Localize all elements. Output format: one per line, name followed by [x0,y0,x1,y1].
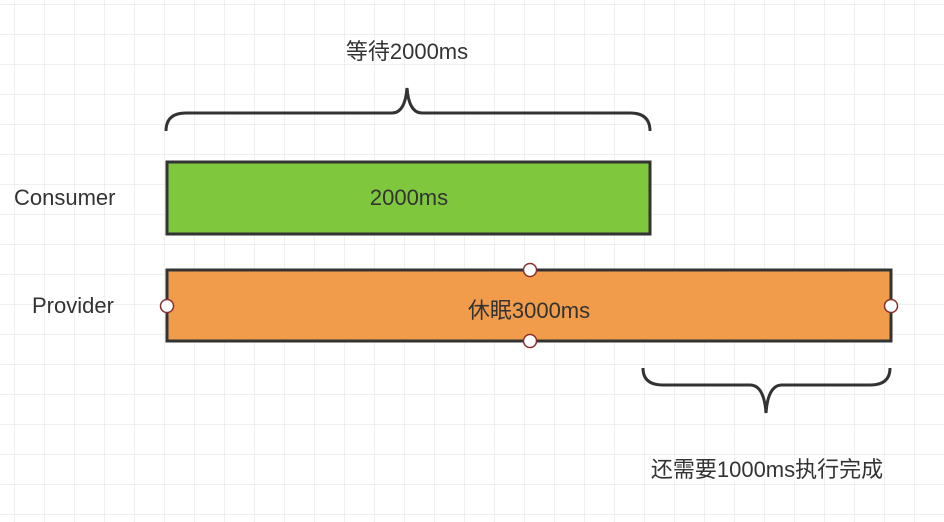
provider-bar-label: 休眠3000ms [467,298,591,323]
top-brace [164,87,652,132]
consumer-label: Consumer [14,185,116,210]
consumer-bar-label: 2000ms [369,185,449,210]
selection-handles[interactable] [159,262,899,349]
provider-bar[interactable] [165,268,893,343]
consumer-bar[interactable] [165,160,652,236]
bottom-brace [641,367,892,414]
remaining-annotation: 还需要1000ms执行完成 [650,457,884,482]
provider-label: Provider [32,293,114,318]
wait-annotation: 等待2000ms [345,39,469,64]
